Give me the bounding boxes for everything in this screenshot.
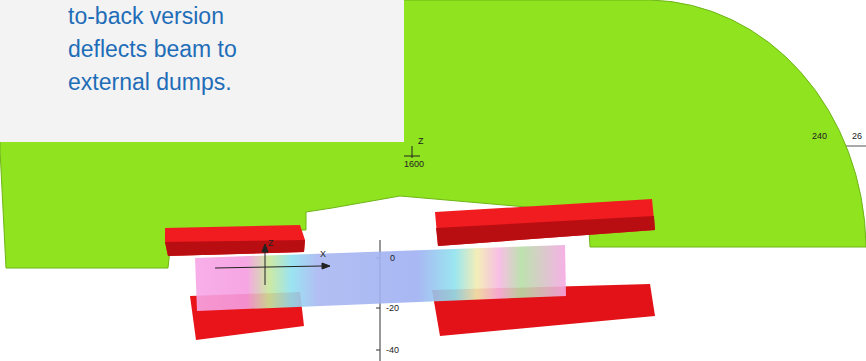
axis-number: 0 xyxy=(390,254,395,263)
coil-upper-left xyxy=(165,225,305,256)
axis-number: 26 xyxy=(852,132,862,141)
axis-number: -20 xyxy=(386,304,399,313)
axis-number: 240 xyxy=(812,132,827,141)
iron-yoke xyxy=(0,0,866,268)
annotation-note: to-back version deflects beam to externa… xyxy=(68,0,268,99)
axis-number: 1600 xyxy=(404,160,424,169)
coordinate-arrows xyxy=(215,146,420,285)
axis-letter: Z xyxy=(418,137,424,146)
coil-upper-left-face xyxy=(165,240,305,256)
coil-upper-right-face xyxy=(436,216,655,246)
coil-upper-right xyxy=(435,199,655,246)
text-panel xyxy=(0,0,404,142)
beam-pipe xyxy=(195,245,566,311)
axis-number: -40 xyxy=(386,346,399,355)
axis-letter: X xyxy=(320,250,326,259)
axis-letter: Z xyxy=(268,239,274,248)
